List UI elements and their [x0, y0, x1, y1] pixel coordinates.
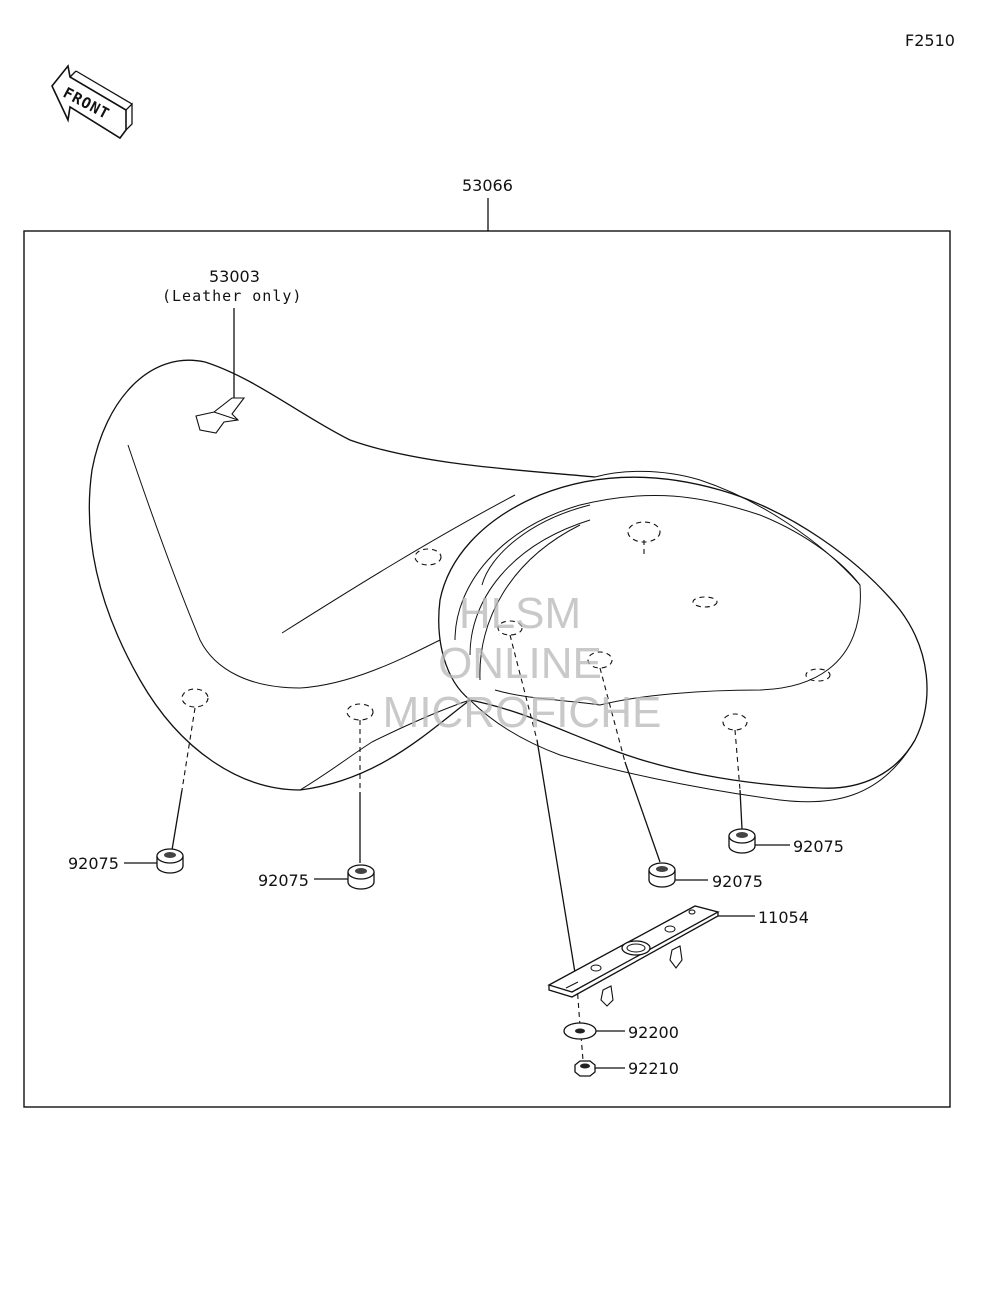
bracket-label: 11054 [758, 908, 809, 927]
nut-icon [574, 1060, 596, 1077]
emblem-part-number: 53003 [209, 267, 260, 286]
watermark-line-1: HLSM [459, 589, 581, 638]
emblem-note: (Leather only) [162, 287, 302, 305]
seat-bracket-icon [547, 905, 720, 1007]
nut-label: 92210 [628, 1059, 679, 1078]
damper-b-label: 92075 [258, 871, 309, 890]
front-arrow-icon: FRONT [51, 64, 133, 140]
figure-code: F2510 [905, 31, 955, 50]
washer-icon [563, 1022, 597, 1040]
emblem-icon [195, 397, 246, 434]
damper-a-label: 92075 [68, 854, 119, 873]
assembly-frame [23, 230, 951, 1108]
damper-d-label: 92075 [793, 837, 844, 856]
watermark-line-3: MICROFICHE [383, 688, 662, 737]
washer-label: 92200 [628, 1023, 679, 1042]
damper-sockets [181, 521, 831, 731]
seat [88, 359, 928, 803]
rubber-damper-icon [347, 864, 375, 890]
watermark: HLSM ONLINE MICROFICHE [383, 589, 662, 737]
rubber-damper-icon [648, 862, 676, 888]
rubber-damper-icon [728, 828, 756, 854]
damper-c-label: 92075 [712, 872, 763, 891]
rubber-damper-icon [156, 848, 184, 874]
watermark-line-2: ONLINE [438, 639, 602, 688]
assembly-label: 53066 [462, 176, 513, 195]
